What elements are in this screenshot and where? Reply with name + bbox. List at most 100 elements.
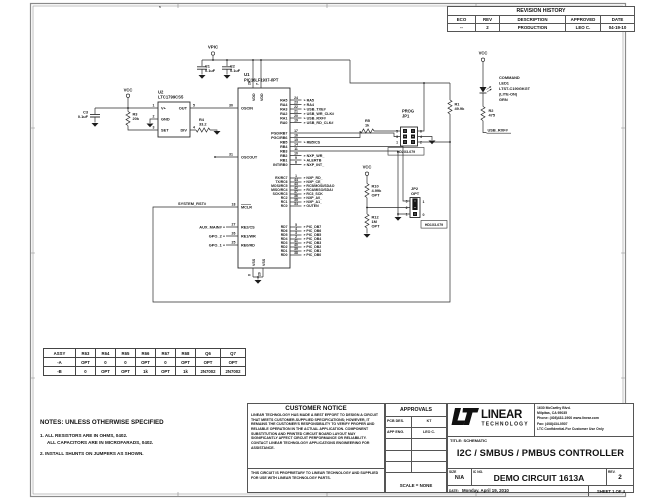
table-cell: 2N7002 [220,366,246,376]
column-header: R67 [155,348,176,358]
c2-ref: C2 [230,64,236,69]
column-header: R68 [175,348,196,358]
net-label: » OUTEN [304,204,320,208]
u1-pin-number: 15 [294,138,298,142]
u1-pin-number: 29 [258,272,262,276]
u1-pin-name: RB5 [280,140,287,144]
u1-vdd-pin-number: 7 [256,83,260,85]
r10-ref: R10 [372,184,379,189]
vcc-symbol [480,57,486,62]
table-cell: 0 [95,357,116,367]
jp2-label-box [420,220,448,229]
table-cell: OPT [95,366,116,376]
r3-ref: R3 [133,112,139,117]
net-label: » USB_RD_CLK# [304,121,334,125]
net-label: » USB_RXF# [304,116,326,120]
net-label: » PIC_DB2 [304,245,322,249]
net-label: » RA5 [304,98,314,102]
c3-ref: C3 [83,110,89,115]
u1-pin-number: 1 [295,174,297,178]
net-label: » ALERTB [304,158,322,162]
u2-pin-number: 1 [153,104,155,108]
u2-pin-number: 2 [153,115,155,119]
led1-part: (LITE-ON) [499,92,518,97]
jp1-pin-number: 5 [396,129,398,133]
column-header: ECO [447,15,476,24]
u1-pin-number: 43 [294,182,298,186]
u1-pin-name: RA2 [280,112,287,116]
customer-notice-body: LINEAR TECHNOLOGY HAS MADE A BEST EFFORT… [251,413,379,450]
table-cell: -B [43,366,76,376]
net-label: » RA4 [304,103,315,107]
ic-no-value: DEMO CIRCUIT 1613A [493,473,585,483]
u1-pin-number: 30 [229,104,233,108]
net-label: » PIC_DB7 [304,225,322,229]
revision-title: REVISION HISTORY [446,6,636,16]
u2-pin-name: SET [161,128,169,133]
jp1-ref: JP1 [402,114,410,119]
jp1-pin-number: 4 [420,135,422,139]
jp2-connector [409,197,421,218]
note-item: 1. ALL RESISTORS ARE IN OHMS, 0402. [40,433,128,438]
net-label: » PIC_DB1 [304,249,322,253]
revision-title-row: REVISION HISTORY [446,6,636,16]
size-cell: SIZE N/A [448,469,472,485]
u1-pin-number: 37 [294,190,298,194]
column-header: R64 [95,348,116,358]
u1-pin-name: RD1 [281,249,288,253]
u2-pin-number: 4 [193,126,195,130]
size-label: SIZE [449,470,457,474]
title-block: LINEAR TECHNOLOGY 1630 McCarthy Blvd. Mi… [447,403,634,496]
company-address: 1630 McCarthy Blvd. Milpitas, CA 95035 P… [534,404,633,436]
approvals-row: APP ENG. LEO C. [386,428,446,440]
column-header: R65 [115,348,136,358]
column-header: DESCRIPTION [499,15,566,24]
u1-pin-name: MCLR [241,205,252,209]
customer-notice: CUSTOMER NOTICE LINEAR TECHNOLOGY HAS MA… [247,403,385,493]
date-cell: DATE: Monday, April 19, 2010 [448,486,589,496]
rev-value: 2 [618,474,622,481]
u1-ref: U1 [244,72,250,77]
jp2-pin-number: 3 [406,199,408,203]
jp1-part: HD2X3-079 [397,150,415,154]
table-cell: 1k [135,366,156,376]
net-label: » PIC_DB5 [304,233,322,237]
proprietary-notice: THIS CIRCUIT IS PROPRIETARY TO LINEAR TE… [248,468,384,492]
u1-pin-name: RE2/CS [241,225,255,229]
u1-pin-number: 24 [294,96,298,100]
u1-vdd-pin-number: 28 [248,81,252,85]
jp2-position-marker: 1 [423,200,425,204]
u1-pin-number: 34 [294,202,298,206]
address-line: LTC Confidential-For Customer Use Only [537,426,604,431]
net-label: » PIC_DB0 [304,253,322,257]
u1-pin-number: 25 [232,241,236,245]
c1-value: 0.1uF [205,68,216,73]
u1-pin-name: RX/RC7 [275,176,288,180]
net-label: » PIC_DB3 [304,241,322,245]
u1-pin-number: 11 [294,147,298,151]
u1-pin-name: SCK/RC3 [273,192,288,196]
notes-section: NOTES: UNLESS OTHERWISE SPECIFIED 1. ALL… [40,419,250,458]
r12-ref: R12 [372,215,380,220]
address-line: 1630 McCarthy Blvd. [537,406,571,410]
approvals-label: APP ENG. [386,428,412,439]
ground-symbols [91,75,436,284]
company-logo: LINEAR TECHNOLOGY [448,404,534,436]
net-vcc: VCC [124,88,133,93]
vpic-symbol [210,51,216,56]
u1-part: PIC16LF1937-I/PT [244,78,279,83]
table-cell: 04-19-10 [599,23,636,32]
u1-pin-number: 9 [295,156,297,160]
u1-pin-number: 26 [232,232,236,236]
u1-pin-number: 42 [294,186,298,190]
u1-pin-number: 36 [294,194,298,198]
table-cell: -- [447,23,476,32]
linear-logo-icon: LINEAR TECHNOLOGY [451,408,528,428]
u1-pin-number: 6 [248,274,252,276]
pin-stubs [290,99,302,256]
